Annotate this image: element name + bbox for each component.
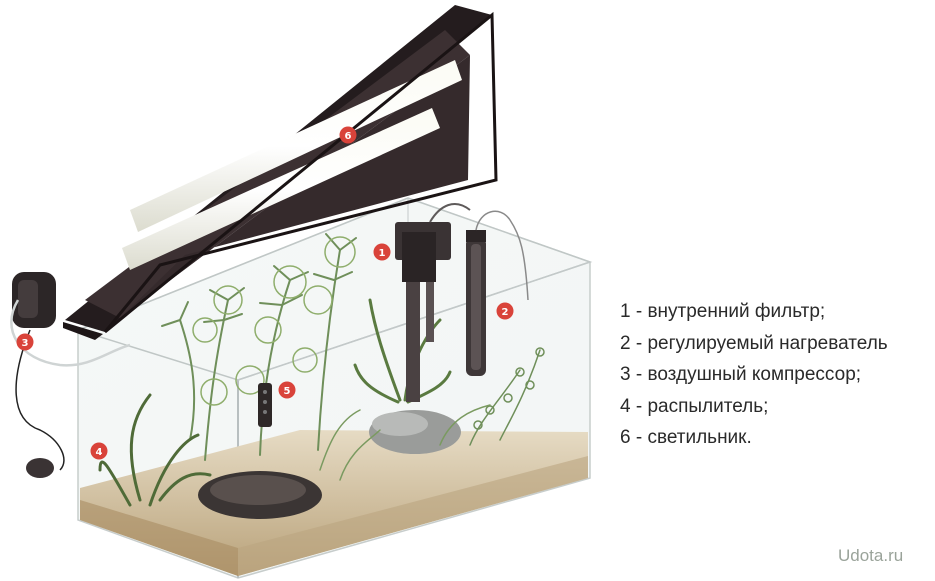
legend-item-filter: 1 - внутренний фильтр;	[620, 301, 826, 322]
heater	[466, 210, 529, 376]
legend-item-sprayer: 4 - распылитель;	[620, 395, 769, 417]
svg-text:2: 2	[502, 307, 509, 318]
legend-item-lamp: 6 - светильник.	[620, 427, 752, 448]
rocks	[198, 410, 461, 519]
marker-compressor: 3	[16, 333, 34, 351]
marker-filter: 1	[373, 243, 391, 261]
marker-5: 5	[278, 381, 296, 399]
internal-filter	[395, 203, 471, 402]
sand-substrate	[80, 430, 588, 576]
svg-text:1: 1	[379, 248, 386, 259]
air-compressor	[10, 272, 131, 478]
watermark: Udota.ru	[838, 546, 904, 565]
legend-item-heater: 2 - регулируемый нагреватель	[620, 332, 888, 354]
air-sprayer-device	[258, 383, 272, 427]
svg-text:5: 5	[284, 386, 291, 397]
marker-heater: 2	[496, 302, 514, 320]
marker-lamp: 6	[339, 126, 357, 144]
svg-text:4: 4	[96, 447, 103, 458]
svg-text:3: 3	[22, 338, 29, 349]
marker-sprayer: 4	[90, 442, 108, 460]
lamp-lid	[63, 5, 498, 340]
legend-list: 1 - внутренний фильтр; 2 - регулируемый …	[620, 296, 888, 454]
legend-item-compressor: 3 - воздушный компрессор;	[620, 364, 862, 385]
svg-text:6: 6	[345, 131, 352, 142]
